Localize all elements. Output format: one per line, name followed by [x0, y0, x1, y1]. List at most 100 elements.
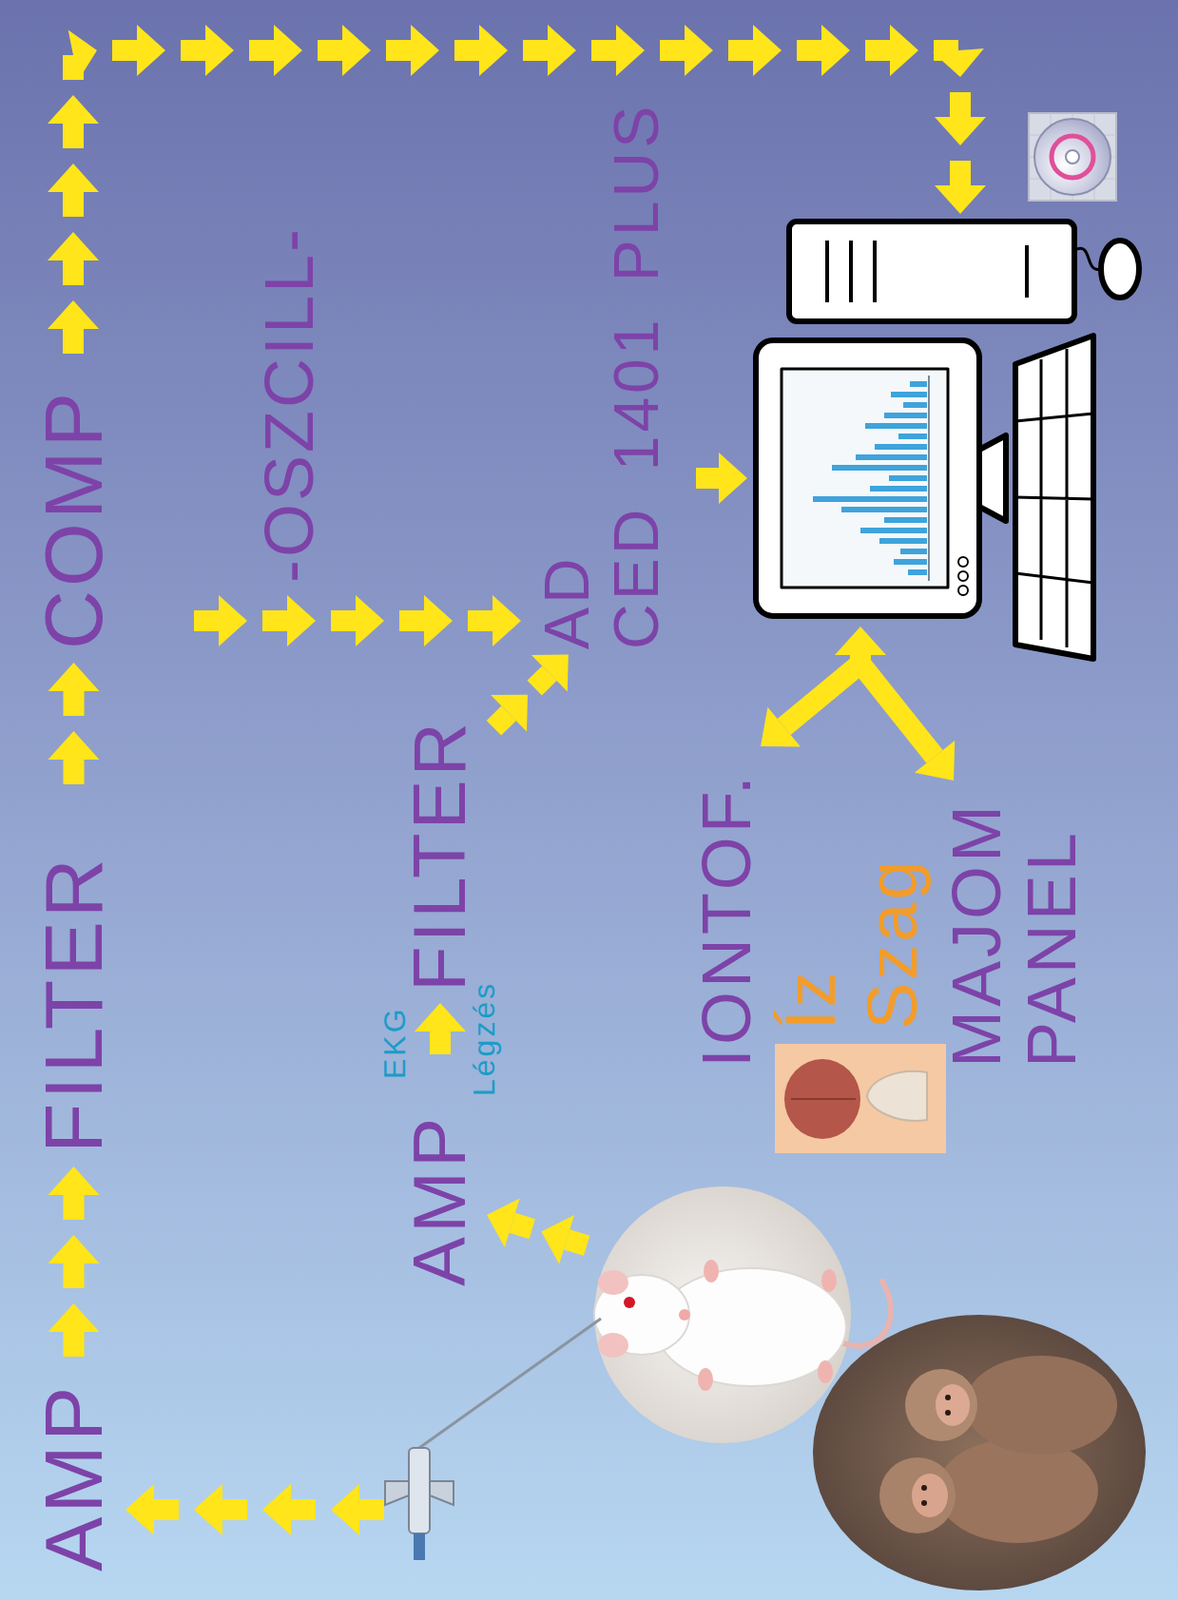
arrow-heads [48, 1166, 100, 1333]
monkey-eye [945, 1409, 951, 1416]
node-text: CED 1401 PLUS [601, 102, 672, 650]
flow-node: FILTER [28, 854, 119, 1154]
signal-label: Íz [772, 968, 850, 1030]
monitor-button [958, 585, 968, 596]
keyboard [1015, 335, 1094, 659]
flow-connector [130, 610, 522, 632]
arrow-head [47, 95, 99, 124]
flow-connector [429, 1003, 451, 1103]
monitor-screen [781, 368, 948, 588]
arrow-head [540, 1215, 575, 1265]
rat-eye [623, 1296, 636, 1309]
flow-arrow [125, 1499, 398, 1521]
arrow-head [342, 24, 371, 77]
cd-background [1028, 113, 1117, 201]
screen-axis [927, 375, 930, 581]
cd-hole [1065, 150, 1080, 164]
arrow-head [486, 1197, 521, 1248]
node-text: FILTER [28, 854, 119, 1154]
electrode-hub [408, 1448, 430, 1534]
flow-connector-group [48, 662, 100, 842]
node-text: IONTOF. [689, 772, 765, 1068]
cd-disc [1034, 118, 1111, 195]
flow-node: AMP [399, 1114, 482, 1287]
arrow-head [47, 231, 99, 261]
arrow-heads [47, 24, 986, 329]
flow-connector-group [48, 1166, 100, 1371]
node-text: AMP [28, 1383, 119, 1572]
mouse [1100, 240, 1140, 298]
monkey-head [905, 1369, 978, 1442]
arrow-head [47, 163, 99, 193]
arrow-heads [914, 740, 955, 781]
arrow-head [125, 1484, 155, 1536]
arrow-head [834, 626, 887, 656]
monkey-eye [945, 1394, 951, 1401]
node-text: COMP [28, 388, 119, 650]
arrow-heads [718, 452, 748, 504]
flow-connector-group [486, 655, 569, 736]
signal-label: -OSZCILL- [251, 226, 328, 583]
monkey-photo [812, 1314, 1146, 1591]
flow-arrow-group [486, 1197, 611, 1264]
arrow-head [492, 595, 522, 647]
arrow-heads [48, 662, 100, 760]
rat-photo [594, 1186, 851, 1444]
arrow-head [889, 24, 919, 77]
flow-arrow [676, 467, 748, 489]
keyboard-keys [1015, 348, 1094, 648]
arrow-heads [218, 595, 522, 647]
arrow-heads [486, 1197, 575, 1264]
electrode-cap [413, 1533, 425, 1561]
arrow-head [218, 595, 248, 647]
computer-tower [789, 221, 1075, 322]
arrow-head [934, 185, 986, 214]
flow-node: AMP [28, 1383, 119, 1572]
arrow-head [684, 24, 714, 77]
rat-paw [703, 1259, 719, 1283]
monkey-eye [921, 1500, 927, 1507]
flow-arrow-group [125, 1484, 398, 1536]
node-text: AD [532, 102, 602, 650]
monitor-button [958, 557, 968, 567]
monkey-body [965, 1355, 1118, 1455]
arrow-head [760, 707, 801, 748]
monitor [755, 340, 980, 617]
nose-picture [867, 1071, 927, 1121]
arrow-head [914, 740, 955, 781]
arrow-head [273, 24, 303, 77]
screen-chart [812, 381, 927, 576]
flow-connector [486, 655, 569, 736]
arrow-heads [834, 626, 887, 656]
arrow-head [490, 695, 528, 733]
arrow-head [410, 24, 440, 77]
arrow-head [330, 1484, 360, 1536]
arrow-head [48, 1235, 100, 1264]
tongue-picture [784, 1059, 861, 1140]
signal-label: EKG [378, 1005, 412, 1080]
flow-arrow-group [834, 626, 887, 664]
monkey-body [936, 1438, 1099, 1544]
arrow-head [262, 1484, 291, 1536]
flow-connector [63, 662, 85, 842]
rat-ear [598, 1270, 629, 1295]
flow-arrow [73, 50, 961, 372]
node-text: AMP [399, 1114, 482, 1287]
arrow-head [934, 116, 986, 146]
flow-arrow [486, 1215, 611, 1254]
node-text: MAJOM PANEL [939, 782, 1090, 1068]
arrow-head [355, 595, 385, 647]
arrow-head [287, 595, 316, 647]
flow-connector-group [130, 595, 522, 647]
signal-label: Szag [853, 857, 931, 1030]
electrode-wings [385, 1481, 454, 1506]
monkey-face [935, 1384, 970, 1427]
arrow-head [193, 1484, 223, 1536]
arrow-head [479, 24, 508, 77]
arrow-head [48, 731, 100, 760]
sense-photo [774, 1043, 947, 1154]
computer-clipart [755, 221, 1140, 659]
drive-slots [827, 240, 1027, 303]
arrow-head [205, 24, 234, 77]
monkey-head [879, 1457, 956, 1534]
